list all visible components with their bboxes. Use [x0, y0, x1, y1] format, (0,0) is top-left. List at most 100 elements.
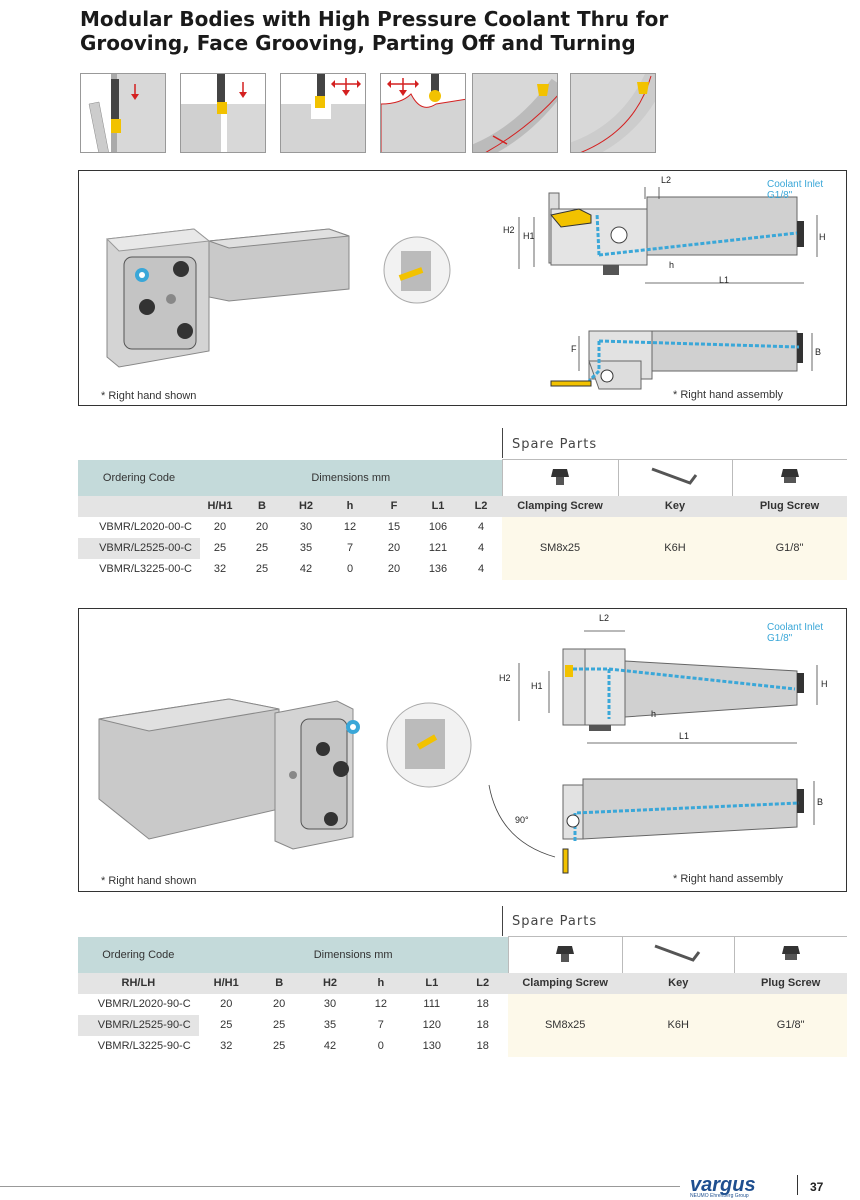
col-clamping-screw: Clamping Screw — [508, 972, 623, 994]
col-h2: H2 — [284, 495, 328, 517]
cell: 42 — [299, 563, 313, 575]
clamping-screw-value: SM8x25 — [508, 993, 623, 1057]
cell: 20 — [273, 998, 286, 1010]
col-l1: L1 — [416, 495, 460, 517]
multi-direction-grooving-icon — [280, 73, 366, 153]
cell: 7 — [377, 1019, 384, 1031]
cell: 18 — [476, 1040, 489, 1052]
col-clamping-screw: Clamping Screw — [502, 495, 618, 517]
cell: 121 — [428, 542, 448, 554]
col-h: h — [355, 972, 407, 994]
cell: 15 — [387, 521, 401, 533]
cell: 35 — [299, 542, 313, 554]
col-l1: L1 — [406, 972, 458, 994]
dim-f: F — [571, 344, 577, 354]
right-hand-shown-note: * Right hand shown — [101, 390, 197, 402]
grooving-operation-icon — [80, 73, 166, 153]
cell: 25 — [213, 542, 227, 554]
coolant-inlet-text: Coolant Inlet — [767, 622, 824, 633]
row-code: VBMR/L2020-90-C — [78, 993, 199, 1015]
dim-l1: L1 — [679, 731, 690, 741]
key-value: K6H — [622, 993, 735, 1057]
cell: 35 — [323, 1019, 337, 1031]
dim-h: H — [821, 679, 828, 689]
col-key: Key — [618, 495, 732, 517]
cell: 25 — [255, 542, 269, 554]
table-row: VBMR/L2020-00-C 20 20 30 12 15 106 4 SM8… — [78, 516, 847, 580]
col-plug-screw: Plug Screw — [734, 972, 847, 994]
col-h-h1: H/H1 — [200, 495, 240, 517]
cell: 20 — [387, 542, 401, 554]
cell: 25 — [255, 563, 269, 575]
profiling-operation-icon — [380, 73, 466, 153]
hex-key-icon — [621, 936, 735, 973]
coolant-inlet-label: Coolant Inlet G1/8" — [767, 179, 823, 201]
col-h-h1: H/H1 — [198, 972, 254, 994]
coolant-thread-text: G1/8" — [767, 190, 793, 201]
cell: 42 — [323, 1040, 337, 1052]
table-row: VBMR/L2525-90-C 25 25 35 7 120 18 — [78, 1014, 847, 1036]
col-b: B — [253, 972, 305, 994]
cell: 4 — [477, 542, 485, 554]
plug-screw-icon — [733, 936, 847, 973]
section-2-tool-drawing — [98, 630, 818, 874]
col-l2: L2 — [457, 972, 509, 994]
dim-l2: L2 — [661, 175, 672, 185]
table-row: VBMR/L2525-00-C 25 25 35 7 20 121 4 — [78, 537, 847, 559]
cell: 0 — [346, 563, 354, 575]
code-col-blank — [78, 495, 200, 517]
cell: 106 — [428, 521, 448, 533]
cell: 18 — [476, 998, 489, 1010]
section-2-figure-panel: * Right hand shown * Right hand assembly… — [78, 608, 847, 892]
dim-h: H — [819, 232, 826, 242]
dimensions-header: Dimensions mm — [198, 936, 509, 973]
cell: 20 — [255, 521, 269, 533]
face-turning-operation-icon — [570, 73, 656, 153]
cell: 32 — [220, 1040, 233, 1052]
page-number: 37 — [810, 1180, 824, 1194]
cell: 25 — [273, 1019, 286, 1031]
row-code: VBMR/L3225-00-C — [78, 558, 200, 580]
section-1-figure-panel: * Right hand shown * Right hand assembly… — [78, 170, 847, 406]
right-hand-assembly-note: * Right hand assembly — [673, 873, 784, 885]
dim-l1: L1 — [719, 275, 730, 285]
col-plug-screw: Plug Screw — [732, 495, 847, 517]
cell: 20 — [213, 521, 227, 533]
plug-screw-value: G1/8" — [732, 516, 847, 580]
dim-h-small: h — [651, 709, 657, 719]
dim-b: B — [817, 797, 824, 807]
table-row: VBMR/L3225-00-C 32 25 42 0 20 136 4 — [78, 558, 847, 580]
vargus-logo-subtitle: NEUMO Ehrenberg Group — [690, 1193, 749, 1199]
footer-divider — [797, 1175, 798, 1195]
cell: 136 — [428, 563, 448, 575]
row-code: VBMR/L2020-00-C — [78, 516, 200, 538]
cell: 32 — [213, 563, 227, 575]
title-line-2: Grooving, Face Grooving, Parting Off and… — [80, 31, 636, 55]
cell: 25 — [273, 1040, 286, 1052]
cell: 18 — [476, 1019, 489, 1031]
clamping-screw-value: SM8x25 — [502, 516, 618, 580]
col-l2: L2 — [460, 495, 502, 517]
dim-h-small: h — [669, 260, 675, 270]
spare-parts-divider-2 — [502, 906, 503, 936]
plug-screw-icon — [731, 459, 847, 496]
vargus-logo: vargus — [690, 1174, 756, 1196]
col-rh-lh: RH/LH — [78, 972, 199, 994]
col-h: h — [328, 495, 372, 517]
dim-h2: H2 — [503, 225, 515, 235]
dim-h1: H1 — [523, 231, 535, 241]
operation-icons-row — [80, 73, 660, 153]
dim-l2: L2 — [599, 613, 610, 623]
col-key: Key — [622, 972, 735, 994]
cell: 4 — [477, 563, 485, 575]
table-row: VBMR/L2020-90-C 20 20 30 12 111 18 SM8x2… — [78, 993, 847, 1057]
cell: 30 — [323, 998, 337, 1010]
table-row: VBMR/L3225-90-C 32 25 42 0 130 18 — [78, 1035, 847, 1057]
row-code: VBMR/L2525-90-C — [78, 1014, 199, 1036]
coolant-inlet-text: Coolant Inlet — [767, 179, 824, 190]
coolant-inlet-label: Coolant Inlet G1/8" — [767, 622, 823, 644]
cell: 30 — [299, 521, 313, 533]
right-hand-assembly-note: * Right hand assembly — [673, 389, 784, 401]
right-hand-shown-note: * Right hand shown — [101, 875, 197, 887]
ordering-code-header: Ordering Code — [78, 459, 200, 496]
